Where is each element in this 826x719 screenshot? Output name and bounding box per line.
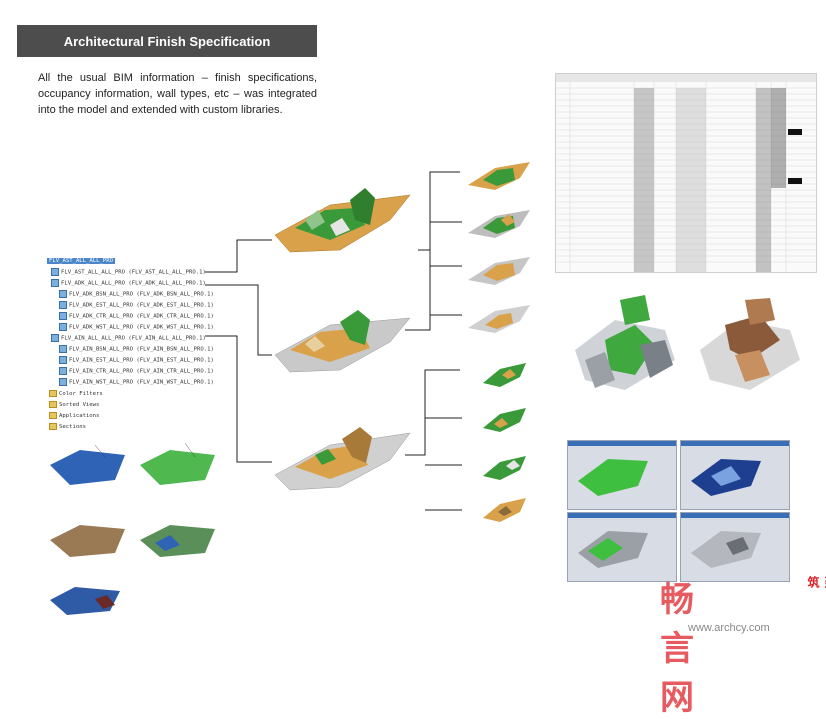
model-tree: FLV_AST_ALL_ALL_PRO FLV_AST_ALL_ALL_PRO … [45,255,245,430]
part-icon [59,290,67,298]
tree-folder[interactable]: Applications [49,412,99,421]
part-icon [59,356,67,364]
folder-icon [49,423,57,430]
plan-drawings-row-1 [50,442,215,485]
tree-item[interactable]: FLV_AIN_CTR_ALL_PRO (FLV_AIN_CTR_ALL_PRO… [59,367,214,376]
tree-folder[interactable]: Sorted Views [49,401,99,410]
part-icon [51,334,59,342]
tree-item[interactable]: FLV_ADK_EST_ALL_PRO (FLV_ADK_EST_ALL_PRO… [59,301,214,310]
app-screenshot-green-2 [567,512,677,582]
green-model-view [578,459,648,496]
green-grey-model-view [578,531,648,568]
model-thumb-3 [468,257,530,285]
part-icon [59,323,67,331]
page-title-bar: Architectural Finish Specification [17,25,317,57]
folder-icon [49,412,57,419]
folder-icon [49,390,57,397]
render-brown-model [700,298,800,390]
plan-drawings-row-2 [50,525,215,557]
part-icon [59,345,67,353]
tree-root[interactable]: FLV_AST_ALL_ALL_PRO [47,258,115,264]
tree-item[interactable]: FLV_ADK_WST_ALL_PRO (FLV_ADK_WST_ALL_PRO… [59,323,214,332]
render-green-model [575,295,675,390]
tree-item[interactable]: FLV_AIN_ALL_ALL_PRO (FLV_AIN_ALL_ALL_PRO… [51,334,206,343]
model-view-green-orange-1 [274,188,411,253]
model-thumb-4 [468,305,530,333]
part-icon [51,279,59,287]
model-thumb-5 [483,363,526,387]
folder-icon [49,401,57,408]
spreadsheet-grid [556,74,816,272]
part-icon [51,268,59,276]
tree-item[interactable]: FLV_AIN_BSN_ALL_PRO (FLV_AIN_BSN_ALL_PRO… [59,345,214,354]
blue-model-view [691,459,761,496]
watermark-logo: 畅言网 [660,581,696,717]
watermark-side-mark: 建筑 [806,576,826,588]
intro-paragraph: All the usual BIM information – finish s… [38,72,317,116]
model-thumb-6 [483,408,526,432]
part-icon [59,367,67,375]
tree-item[interactable]: FLV_AST_ALL_ALL_PRO (FLV_AST_ALL_ALL_PRO… [51,268,206,277]
model-view-orange-green [274,310,411,373]
tree-folder[interactable]: Color Filters [49,390,103,399]
spreadsheet-screenshot [555,73,817,273]
tree-item[interactable]: FLV_ADK_CTR_ALL_PRO (FLV_ADK_CTR_ALL_PRO… [59,312,214,321]
model-view-mixed [274,427,411,491]
app-screenshot-blue [680,440,790,510]
tree-item[interactable]: FLV_AIN_EST_ALL_PRO (FLV_AIN_EST_ALL_PRO… [59,356,214,365]
grey-model-view [691,531,761,568]
part-icon [59,312,67,320]
model-thumb-2 [468,210,530,238]
tree-item[interactable]: FLV_AIN_WST_ALL_PRO (FLV_AIN_WST_ALL_PRO… [59,378,214,387]
plan-drawing-row-3 [50,587,120,615]
model-thumb-8 [483,498,526,522]
tree-folder[interactable]: Sections [49,423,86,432]
tree-item[interactable]: FLV_ADK_BSN_ALL_PRO (FLV_ADK_BSN_ALL_PRO… [59,290,214,299]
part-icon [59,378,67,386]
app-screenshot-green [567,440,677,510]
tree-item[interactable]: FLV_ADK_ALL_ALL_PRO (FLV_ADK_ALL_ALL_PRO… [51,279,206,288]
watermark-url: www.archcy.com [688,622,770,634]
part-icon [59,301,67,309]
hierarchy-connectors [205,171,462,511]
app-screenshot-grey [680,512,790,582]
model-thumb-1 [468,162,530,190]
page-title: Architectural Finish Specification [63,33,271,49]
model-thumb-7 [483,456,526,480]
